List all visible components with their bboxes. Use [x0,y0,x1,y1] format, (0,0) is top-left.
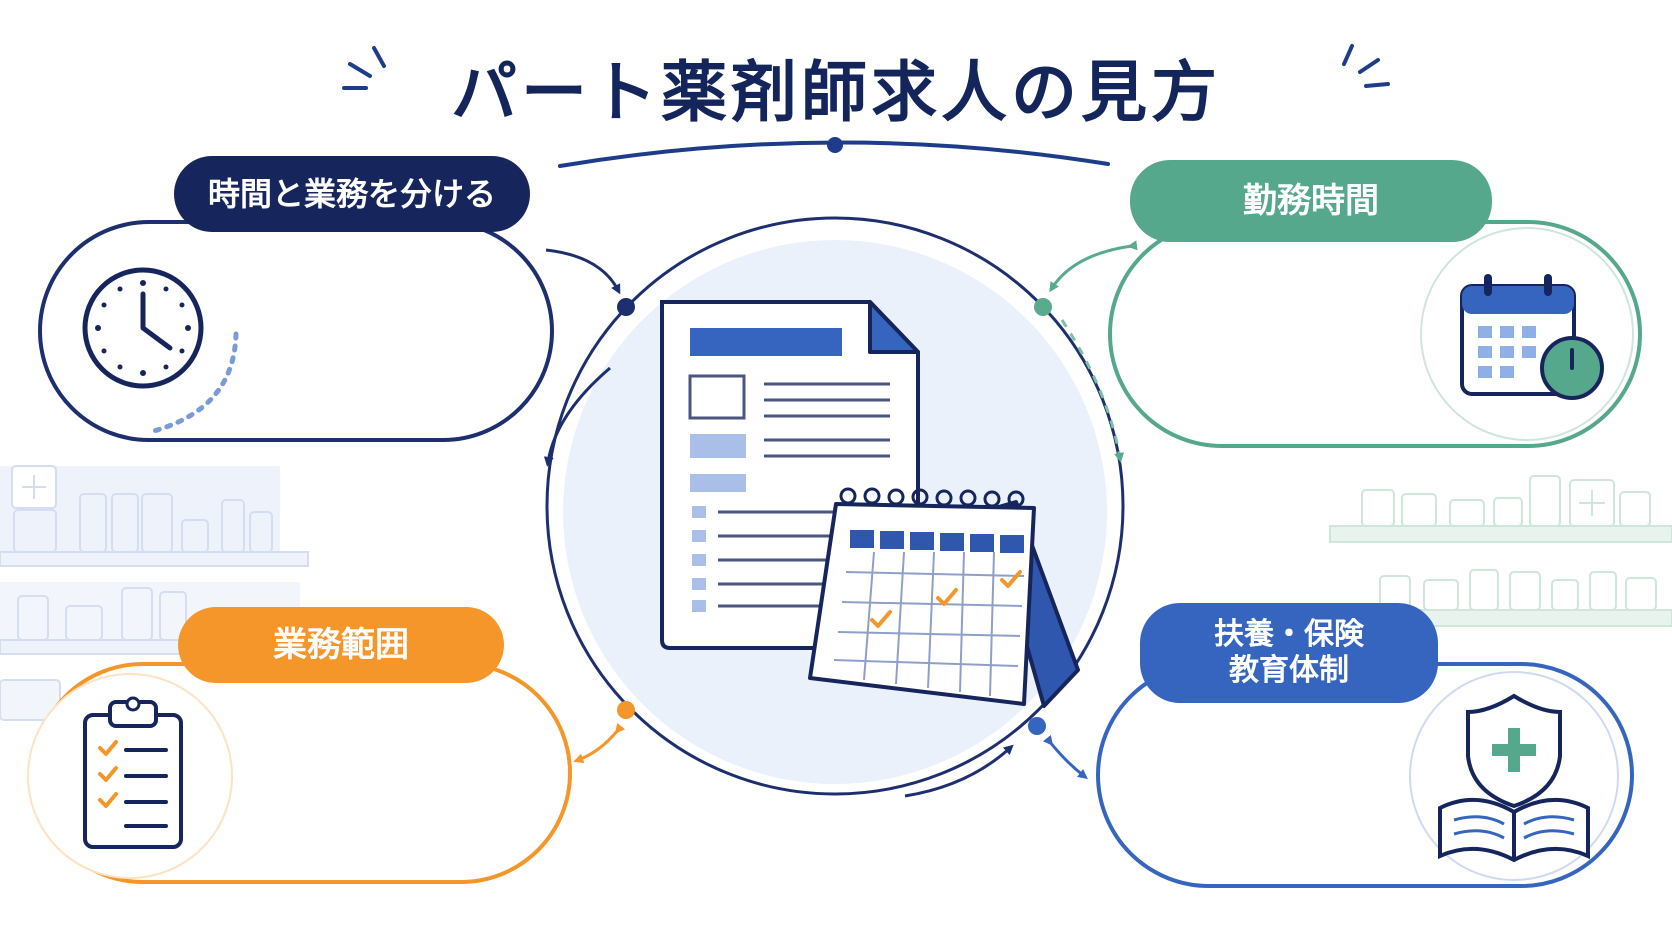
connector-node-top-left [617,298,635,316]
arrow-top-right-to-center [1049,240,1138,293]
arrow-left-arc-down [543,366,611,467]
title-sparkle-right [1342,44,1390,88]
label-job-scope: 業務範囲 [178,607,504,683]
label-job-scope-text: 業務範囲 [273,624,409,665]
connector-node-bottom-right [1028,717,1046,735]
arrow-bottom-left-to-center [573,722,626,763]
label-time-and-duties: 時間と業務を分ける [174,156,530,232]
label-benefits-training-line2: 教育体制 [1229,653,1349,688]
title-sparkle-left [342,46,386,90]
clock-icon [82,267,204,389]
label-working-hours-text: 勤務時間 [1243,180,1379,221]
desk-calendar-icon [808,487,1080,708]
arrow-right-dashed-down [1060,319,1125,463]
calendar-clock-icon [1460,274,1604,400]
connector-node-top-right [1034,298,1052,316]
label-working-hours: 勤務時間 [1130,160,1492,242]
clipboard-checklist-icon [83,696,183,849]
document-calendar-icon [660,300,1080,708]
label-benefits-training: 扶養・保険 教育体制 [1140,603,1438,703]
label-time-and-duties-text: 時間と業務を分ける [207,174,496,213]
clock-icon-dotted-arc [147,331,239,435]
page-title: パート薬剤師求人の見方 [451,54,1221,131]
title-underline-dot [827,137,843,153]
connector-node-bottom-left [617,701,635,719]
right-pharmacy-shelves-illustration [1329,475,1672,627]
shield-book-icon [1438,693,1590,863]
arrow-bottom-center-to-right [904,744,1014,798]
arrow-bottom-right-to-card [1042,734,1088,780]
arrow-top-left-to-center [545,248,621,295]
label-benefits-training-line1: 扶養・保険 [1214,617,1364,652]
